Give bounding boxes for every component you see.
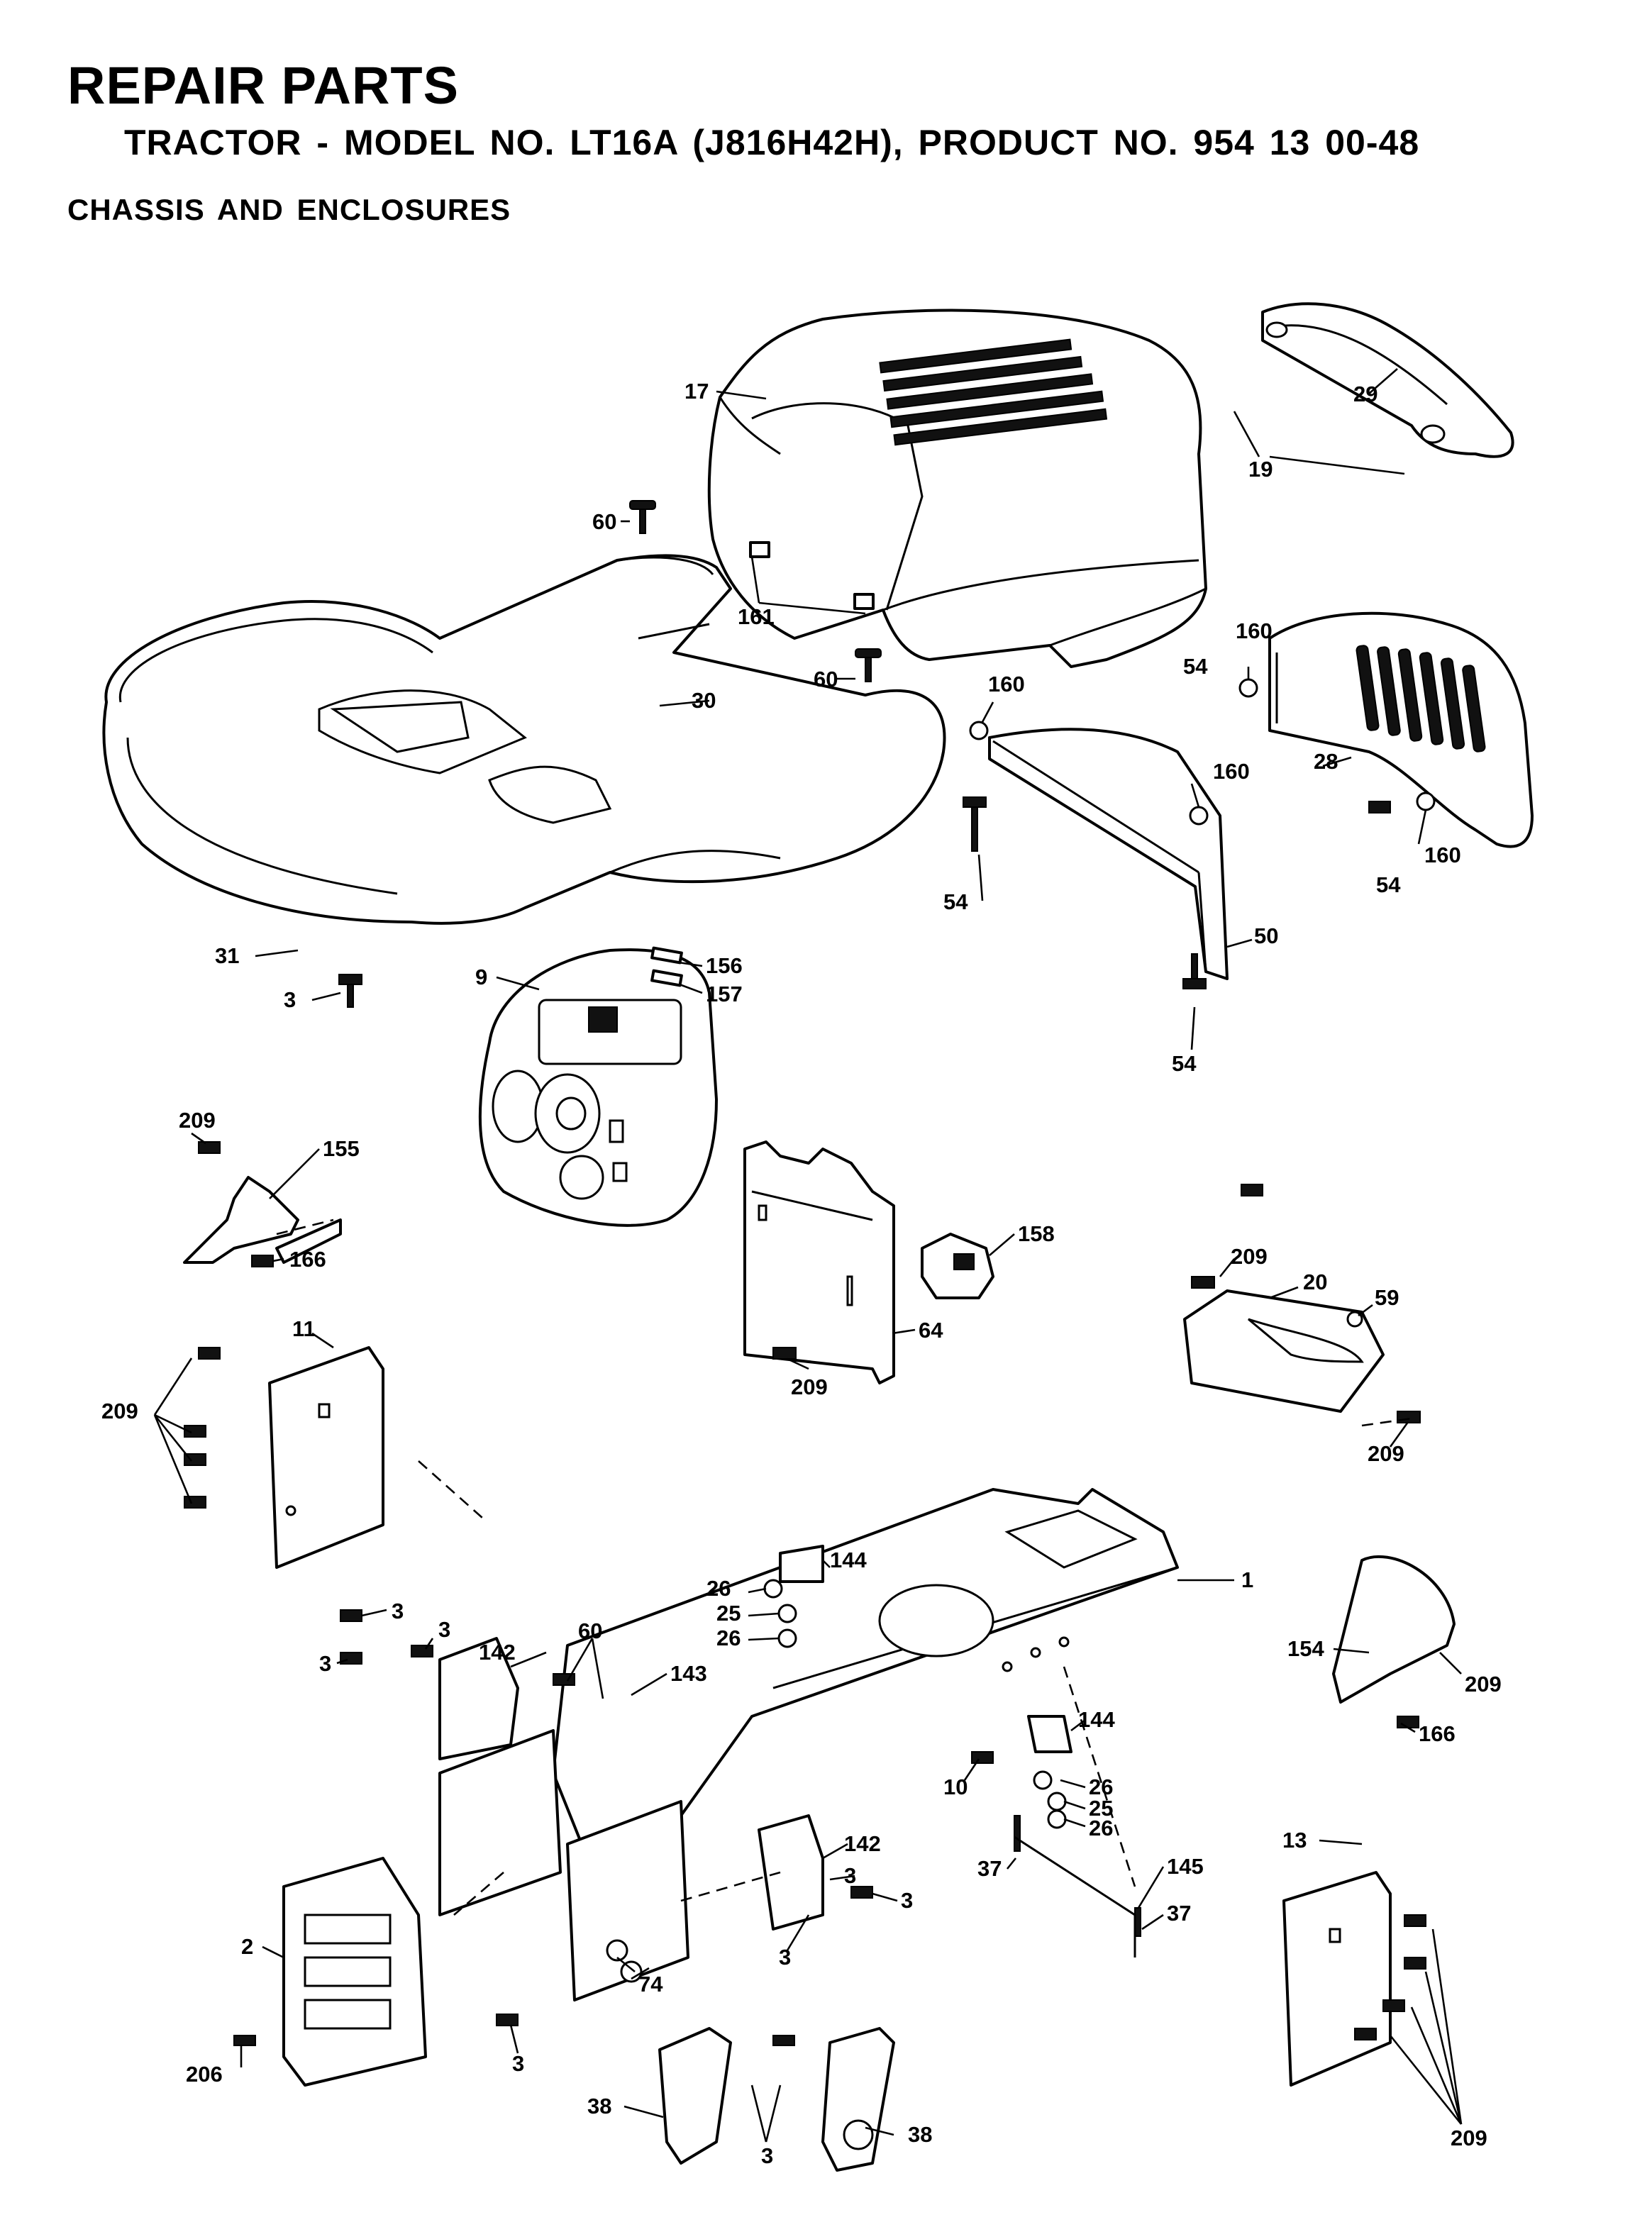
callout-labels: 17 19 29 60 161 30 60 160 54 160 28 160 … [101,379,1502,2168]
callout-label: 142 [479,1640,516,1665]
callout-label: 54 [1376,872,1401,897]
fender-body-part [102,554,946,925]
tractor-frame-part [438,1488,1179,2001]
bracket-38-right-part [821,2027,895,2172]
callout-label: 59 [1375,1285,1399,1310]
callout-label: 3 [392,1599,404,1623]
fastener-bolts [184,500,1456,2046]
callout-label: 209 [179,1108,216,1133]
plate-64-part [743,1140,895,1384]
callout-label: 74 [638,1972,663,1996]
callout-label: 157 [706,982,743,1006]
bracket-38-left-part [658,2027,732,2165]
callout-label: 209 [1451,2126,1487,2150]
callout-label: 142 [844,1831,881,1856]
callout-label: 25 [716,1601,741,1626]
callout-label: 3 [512,2051,524,2076]
seat-plate-20-part [1183,1289,1385,1413]
callout-label: 3 [901,1888,913,1913]
callout-label: 166 [1419,1721,1456,1746]
callout-label: 38 [587,2094,611,2118]
callout-label: 1 [1241,1567,1253,1592]
callout-label: 158 [1018,1221,1055,1246]
hood-part [707,309,1207,668]
callout-label: 31 [215,943,239,968]
callout-label: 25 [1089,1796,1113,1821]
callout-label: 143 [670,1661,707,1686]
callout-label: 3 [844,1863,856,1888]
page-title: REPAIR PARTS [67,56,459,115]
plate-11-part [268,1346,384,1569]
callout-label: 156 [706,953,743,978]
callout-label: 37 [977,1856,1002,1881]
callout-label: 26 [706,1576,731,1601]
callout-label: 10 [943,1775,968,1799]
callout-label: 3 [319,1651,331,1676]
callout-label: 145 [1167,1854,1204,1879]
callout-label: 26 [1089,1816,1113,1840]
callout-label: 160 [988,672,1025,696]
callout-label: 26 [1089,1775,1113,1799]
callout-label: 30 [692,688,716,713]
plate-13-part [1282,1871,1392,2087]
callout-label: 20 [1303,1270,1327,1294]
callout-label: 2 [241,1934,253,1959]
callout-label: 50 [1254,923,1278,948]
callout-label: 160 [1236,618,1273,643]
grille-insert-part [1261,302,1514,458]
callout-label: 54 [1172,1051,1197,1076]
callout-label: 161 [738,604,775,629]
leader-lines [153,368,1463,2143]
callout-label: 209 [1465,1672,1502,1696]
callout-label: 166 [289,1247,326,1272]
callout-label: 13 [1282,1828,1307,1853]
callout-label: 37 [1167,1901,1191,1926]
callout-label: 3 [284,987,296,1012]
callout-label: 209 [1231,1244,1268,1269]
side-grille-part [1268,611,1534,848]
callout-label: 38 [908,2122,932,2147]
callout-label: 11 [292,1316,316,1341]
callout-label: 19 [1248,457,1273,482]
callout-label: 9 [475,965,487,989]
callout-label: 28 [1314,749,1338,774]
callout-label: 60 [814,667,838,692]
callout-label: 26 [716,1626,741,1650]
page-subtitle: TRACTOR - MODEL NO. LT16A (J816H42H), PR… [124,123,1420,162]
callout-label: 160 [1213,759,1250,784]
dash-console-part [478,946,718,1227]
bracket-158-part [921,1233,994,1299]
callout-label: 209 [101,1399,138,1423]
callout-label: 60 [592,509,616,534]
callout-label: 206 [186,2062,223,2087]
callout-label: 64 [919,1318,943,1343]
callout-label: 209 [1368,1441,1404,1466]
callout-label: 160 [1424,843,1461,867]
callout-label: 154 [1287,1636,1324,1661]
callout-label: 54 [1183,654,1208,679]
plate-2-part [282,1857,427,2087]
callout-label: 54 [943,889,968,914]
callout-label: 17 [684,379,709,404]
callout-label: 60 [578,1618,602,1643]
callout-label: 144 [1078,1707,1115,1732]
callout-label: 29 [1353,382,1377,406]
callout-label: 3 [779,1945,791,1970]
callout-label: 209 [791,1374,828,1399]
section-title: CHASSIS AND ENCLOSURES [67,193,511,226]
callout-label: 144 [830,1548,867,1572]
callout-label: 155 [323,1136,360,1161]
callout-label: 3 [761,2143,773,2168]
rear-panel-part [988,728,1229,980]
callout-label: 3 [438,1617,450,1642]
